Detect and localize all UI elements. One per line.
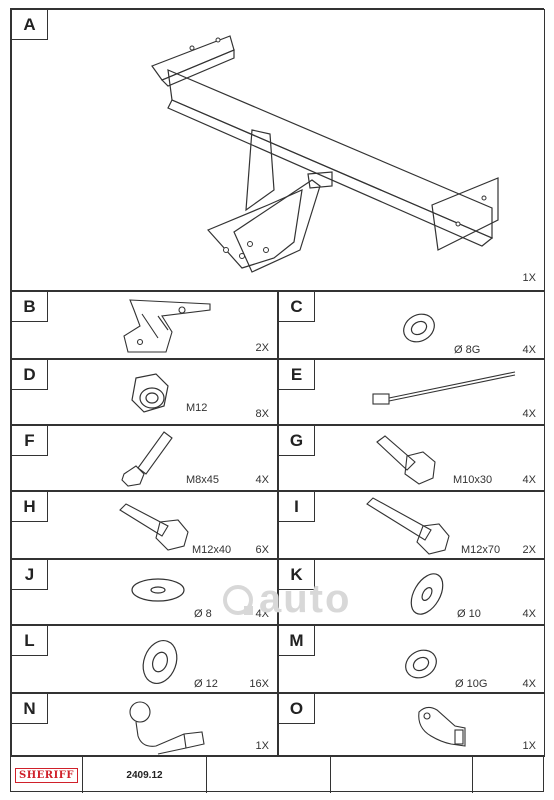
part-code: 2409.12 (126, 769, 163, 781)
watermark: auto (223, 577, 351, 622)
part-cell-d: D M12 8X (11, 359, 278, 425)
part-cell-n: N 1X (11, 693, 278, 756)
part-letter: K (279, 560, 315, 590)
part-spec: Ø 12 (194, 678, 218, 690)
flat-washer-12-drawing (142, 640, 178, 684)
brand-logo: SHERIFF (15, 767, 78, 783)
part-cell-g: G M10x30 4X (278, 425, 545, 491)
part-qty: 4X (522, 344, 536, 356)
part-spec: M10x30 (453, 474, 493, 486)
part-spec: Ø 8G (454, 344, 481, 356)
part-letter: D (12, 360, 48, 390)
part-cell-i: I M12x70 2X (278, 491, 545, 559)
tow-ball-drawing (129, 701, 205, 755)
socket-plate-drawing (418, 706, 466, 747)
parts-sheet: A 1X B (10, 8, 545, 793)
part-letter: I (279, 492, 315, 522)
part-cell-h: H M12x40 6X (11, 491, 278, 559)
part-cell-b: B 2X (11, 291, 278, 359)
part-cell-e: E 4X (278, 359, 545, 425)
part-qty: 16X (249, 678, 269, 690)
part-cell-c: C Ø 8G 4X (278, 291, 545, 359)
part-letter: G (279, 426, 315, 456)
part-spec: M12x40 (192, 544, 232, 556)
part-qty: 1X (522, 272, 536, 284)
part-letter: J (12, 560, 48, 590)
part-letter: C (279, 292, 315, 322)
blank-cell-1 (207, 757, 331, 793)
spring-washer-10-drawing (405, 649, 437, 679)
towbar-frame-drawing (151, 35, 499, 273)
part-qty: 2X (255, 342, 269, 354)
part-qty: 1X (255, 740, 269, 752)
flat-washer-10-drawing (410, 573, 444, 615)
part-qty: 4X (522, 608, 536, 620)
part-spec: M12x70 (461, 544, 501, 556)
part-qty: 8X (255, 408, 269, 420)
part-qty: 4X (522, 408, 536, 420)
blank-cell-2 (331, 757, 473, 793)
spring-washer-drawing (403, 313, 435, 343)
bolt-m12x70-drawing (366, 497, 450, 555)
part-cell-f: F M8x45 4X (11, 425, 278, 491)
part-cell-k: K Ø 10 4X (278, 559, 545, 625)
part-qty: 6X (255, 544, 269, 556)
part-letter: H (12, 492, 48, 522)
hex-nut-drawing (131, 373, 169, 413)
watermark-text: auto (259, 577, 352, 621)
part-spec: Ø 10G (455, 678, 488, 690)
part-letter: E (279, 360, 315, 390)
part-qty: 2X (522, 544, 536, 556)
part-qty: 4X (255, 608, 269, 620)
bolt-m12x40-drawing (119, 503, 189, 551)
flat-washer-8-drawing (131, 578, 185, 602)
mounting-bracket-drawing (123, 299, 211, 353)
part-code-cell: 2409.12 (83, 757, 207, 793)
part-qty: 4X (522, 474, 536, 486)
part-letter: F (12, 426, 48, 456)
title-block: SHERIFF 2409.12 (11, 756, 545, 793)
part-cell-l: L Ø 12 16X (11, 625, 278, 693)
part-spec: Ø 8 (194, 608, 212, 620)
part-qty: 1X (522, 740, 536, 752)
part-letter: B (12, 292, 48, 322)
cable-tie-drawing (372, 371, 516, 405)
watermark-logo-icon (223, 584, 253, 615)
part-spec: Ø 10 (457, 608, 481, 620)
part-qty: 4X (522, 678, 536, 690)
part-qty: 4X (255, 474, 269, 486)
brand-cell: SHERIFF (11, 757, 83, 793)
part-cell-o: O 1X (278, 693, 545, 756)
part-letter: O (279, 694, 315, 724)
part-letter: A (12, 10, 48, 40)
part-letter: L (12, 626, 48, 656)
part-spec: M8x45 (186, 474, 220, 486)
part-letter: N (12, 694, 48, 724)
part-spec: M12 (186, 402, 208, 414)
part-cell-m: M Ø 10G 4X (278, 625, 545, 693)
bolt-m8x45-drawing (121, 431, 173, 487)
blank-cell-3 (473, 757, 545, 793)
part-letter: M (279, 626, 315, 656)
part-cell-a: A 1X (11, 9, 545, 291)
bolt-m10x30-drawing (376, 435, 436, 485)
